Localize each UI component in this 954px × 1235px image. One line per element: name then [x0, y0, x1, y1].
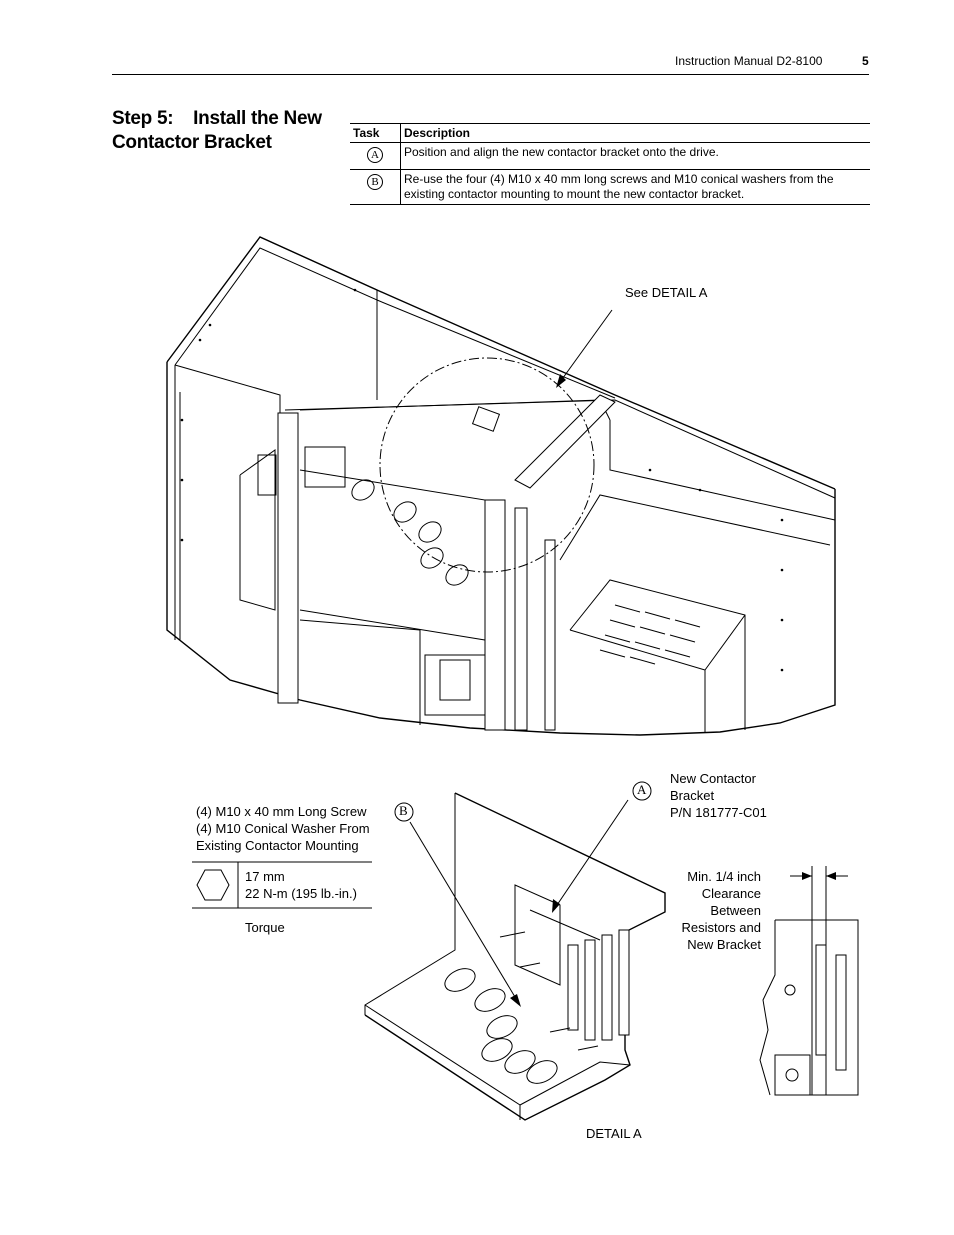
- clearance-view: [759, 866, 859, 1096]
- step-title-line1: Step 5: Install the New: [112, 108, 322, 129]
- task-description: Position and align the new contactor bra…: [400, 142, 870, 170]
- clearance-line: Resistors and: [681, 920, 761, 935]
- wrench-size: 17 mm: [245, 869, 285, 884]
- screw-line: (4) M10 Conical Washer From: [196, 821, 370, 836]
- screw-spec: (4) M10 x 40 mm Long Screw (4) M10 Conic…: [196, 803, 370, 854]
- table-header-row: Task Description: [350, 123, 870, 143]
- torque-spec: 17 mm 22 N-m (195 lb.-in.): [245, 868, 357, 902]
- clearance-line: New Bracket: [687, 937, 761, 952]
- task-letter: A: [367, 147, 383, 163]
- clearance-line: Min. 1/4 inch: [687, 869, 761, 884]
- column-header-task: Task: [350, 123, 401, 143]
- task-letter: B: [367, 174, 383, 190]
- column-header-description: Description: [400, 123, 870, 143]
- header-rule: [112, 74, 869, 75]
- table-row: A Position and align the new contactor b…: [350, 142, 870, 170]
- torque-box: [192, 861, 372, 909]
- vent-slots: [599, 604, 701, 665]
- task-table: Task Description A Position and align th…: [350, 123, 870, 205]
- torque-label: Torque: [245, 920, 285, 935]
- manual-title: Instruction Manual D2-8100: [675, 54, 823, 68]
- table-row: B Re-use the four (4) M10 x 40 mm long s…: [350, 169, 870, 205]
- hex-nut-icon: [196, 869, 230, 901]
- bracket-label: New Contactor Bracket P/N 181777-C01: [670, 770, 767, 821]
- clearance-label: Min. 1/4 inch Clearance Between Resistor…: [660, 868, 761, 953]
- step-title-line2: Contactor Bracket: [112, 132, 272, 153]
- see-detail-label: See DETAIL A: [625, 285, 708, 300]
- step-title: Step 5: Install the New Contactor Bracke…: [112, 107, 322, 155]
- clearance-line: Clearance: [701, 886, 761, 901]
- callout-b: B: [399, 803, 408, 818]
- bracket-line: Bracket: [670, 788, 715, 803]
- bracket-line: New Contactor: [670, 771, 756, 786]
- detail-a-label: DETAIL A: [586, 1126, 642, 1141]
- screw-line: Existing Contactor Mounting: [196, 838, 359, 853]
- page-number: 5: [862, 54, 869, 68]
- torque-value: 22 N-m (195 lb.-in.): [245, 886, 357, 901]
- callout-a: A: [637, 782, 647, 797]
- screw-line: (4) M10 x 40 mm Long Screw: [196, 804, 367, 819]
- detail-a-drawing: [364, 781, 666, 1121]
- clearance-line: Between: [710, 903, 761, 918]
- bracket-part-number: P/N 181777-C01: [670, 805, 767, 820]
- task-description: Re-use the four (4) M10 x 40 mm long scr…: [400, 169, 870, 205]
- detail-a-circle: [379, 357, 595, 573]
- drive-cabinet: [166, 236, 836, 736]
